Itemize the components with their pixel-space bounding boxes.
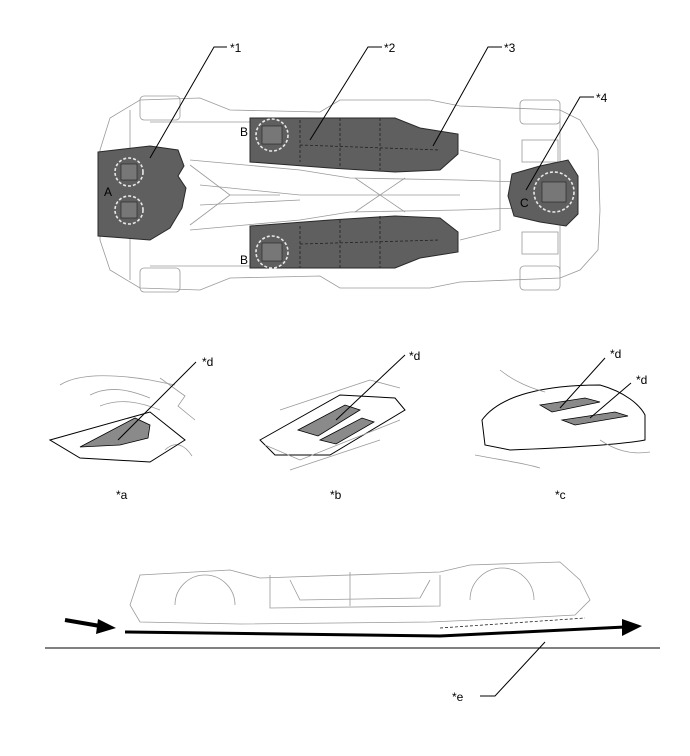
detail-c-location-ring (533, 171, 575, 213)
detail-a-location-ring (114, 157, 144, 187)
detail-label-a: *a (116, 488, 128, 502)
upper-floor-under-cover (249, 117, 459, 173)
callout-4: *4 (596, 91, 608, 105)
detail-label-b: *b (330, 488, 342, 502)
location-letter-b-bottom: B (240, 253, 248, 267)
detail-label-c: *c (555, 488, 566, 502)
location-letter-a: A (104, 185, 112, 199)
vehicle-side-view: *e (45, 561, 660, 704)
callout-d-b: *d (409, 349, 420, 363)
callout-3: *3 (504, 41, 516, 55)
callout-d-a: *d (202, 355, 213, 369)
detail-b-location-ring-bottom (255, 235, 289, 269)
detail-view-b: *d *b (259, 349, 420, 502)
detail-b-location-ring-top (255, 118, 289, 152)
detail-view-a: *d *a (48, 355, 213, 502)
vehicle-underside-view: *1 *2 *3 *4 A B B C (97, 41, 608, 293)
location-letter-c: C (520, 196, 529, 210)
airflow-in-arrow (64, 618, 101, 628)
front-engine-under-cover (97, 145, 187, 241)
location-letter-b-top: B (240, 125, 248, 139)
airflow-arrow (124, 625, 626, 638)
callout-d-c1: *d (610, 347, 621, 361)
callout-d-c2: *d (636, 373, 647, 387)
detail-view-c: *d *d *c (474, 347, 651, 502)
callout-1: *1 (230, 41, 242, 55)
callout-2: *2 (384, 41, 396, 55)
callout-e: *e (452, 690, 464, 704)
lower-floor-under-cover (249, 215, 459, 269)
